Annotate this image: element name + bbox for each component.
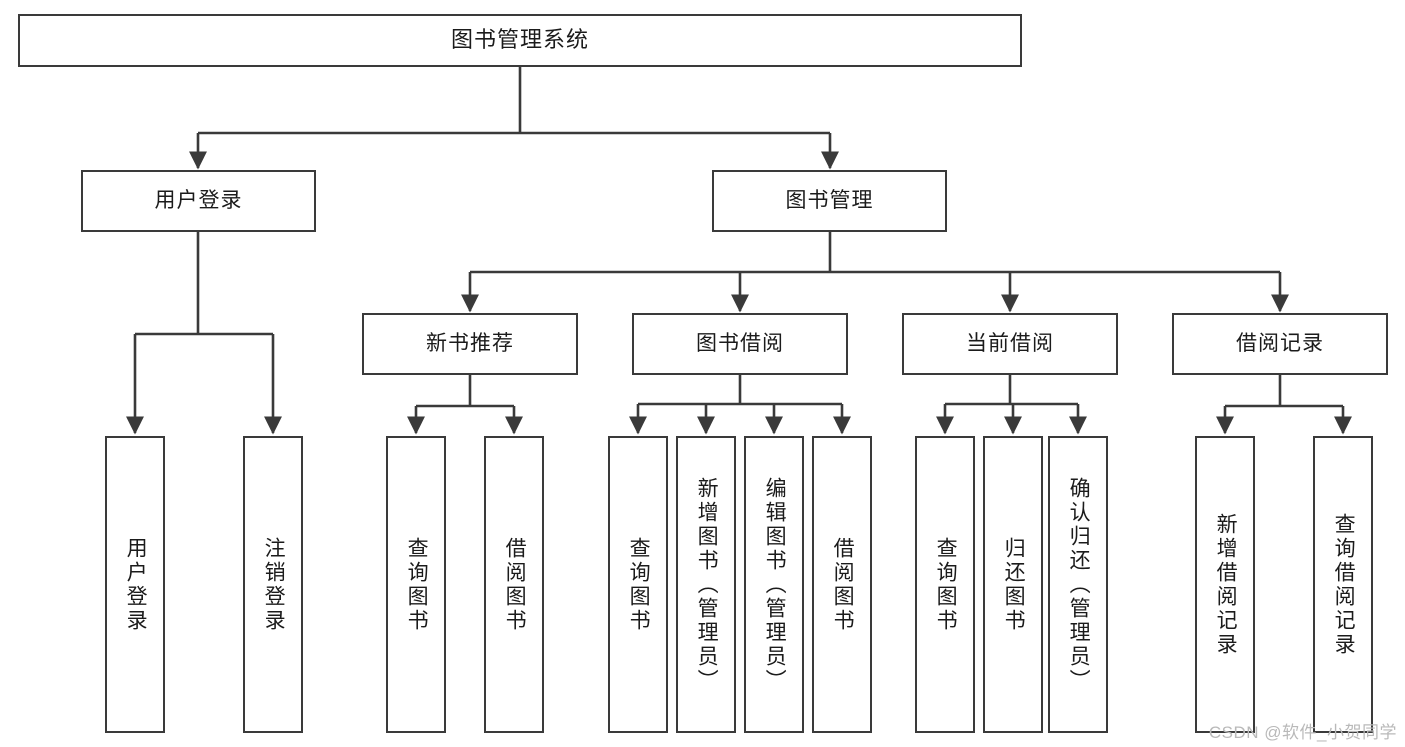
node-label: 图书借阅	[696, 332, 784, 356]
node-label: 图书管理系统	[450, 27, 589, 53]
leaf-user-login-login[interactable]: 用户登录	[105, 436, 165, 733]
node-label: 新书推荐	[426, 332, 514, 356]
leaf-book-borrow-edit-book-admin[interactable]: 编辑图书（管理员）	[744, 436, 804, 733]
leaf-borrow-record-query-record[interactable]: 查询借阅记录	[1313, 436, 1373, 733]
node-label: 新增图书（管理员）	[695, 476, 719, 693]
node-label: 查询图书	[405, 536, 429, 633]
node-label: 查询图书	[934, 536, 958, 633]
node-label: 查询借阅记录	[1332, 512, 1356, 657]
watermark: CSDN @软件_小贺同学	[1208, 723, 1397, 742]
node-label: 查询图书	[627, 536, 651, 633]
node-label: 用户登录	[154, 189, 243, 213]
node-label: 确认归还（管理员）	[1067, 476, 1091, 693]
node-root-book-management-system[interactable]: 图书管理系统	[18, 14, 1022, 67]
node-label: 编辑图书（管理员）	[763, 476, 787, 693]
node-label: 新增借阅记录	[1214, 512, 1238, 657]
node-user-login[interactable]: 用户登录	[81, 170, 316, 232]
node-label: 借阅图书	[831, 536, 855, 633]
node-new-book-recommend[interactable]: 新书推荐	[362, 313, 578, 375]
node-book-management[interactable]: 图书管理	[712, 170, 947, 232]
leaf-current-borrow-confirm-return-admin[interactable]: 确认归还（管理员）	[1048, 436, 1108, 733]
node-label: 图书管理	[785, 189, 874, 213]
node-label: 用户登录	[124, 536, 148, 633]
node-label: 注销登录	[262, 536, 286, 633]
node-label: 当前借阅	[966, 332, 1054, 356]
node-label: 借阅记录	[1236, 332, 1324, 356]
node-current-borrow[interactable]: 当前借阅	[902, 313, 1118, 375]
node-book-borrow[interactable]: 图书借阅	[632, 313, 848, 375]
leaf-new-book-query-book[interactable]: 查询图书	[386, 436, 446, 733]
leaf-book-borrow-add-book-admin[interactable]: 新增图书（管理员）	[676, 436, 736, 733]
node-label: 归还图书	[1002, 536, 1026, 633]
node-label: 借阅图书	[503, 536, 527, 633]
leaf-current-borrow-query-book[interactable]: 查询图书	[915, 436, 975, 733]
leaf-borrow-record-add-record[interactable]: 新增借阅记录	[1195, 436, 1255, 733]
leaf-new-book-borrow-book[interactable]: 借阅图书	[484, 436, 544, 733]
leaf-book-borrow-query-book[interactable]: 查询图书	[608, 436, 668, 733]
leaf-user-login-logout[interactable]: 注销登录	[243, 436, 303, 733]
leaf-book-borrow-borrow-book[interactable]: 借阅图书	[812, 436, 872, 733]
leaf-current-borrow-return-book[interactable]: 归还图书	[983, 436, 1043, 733]
node-borrow-record[interactable]: 借阅记录	[1172, 313, 1388, 375]
